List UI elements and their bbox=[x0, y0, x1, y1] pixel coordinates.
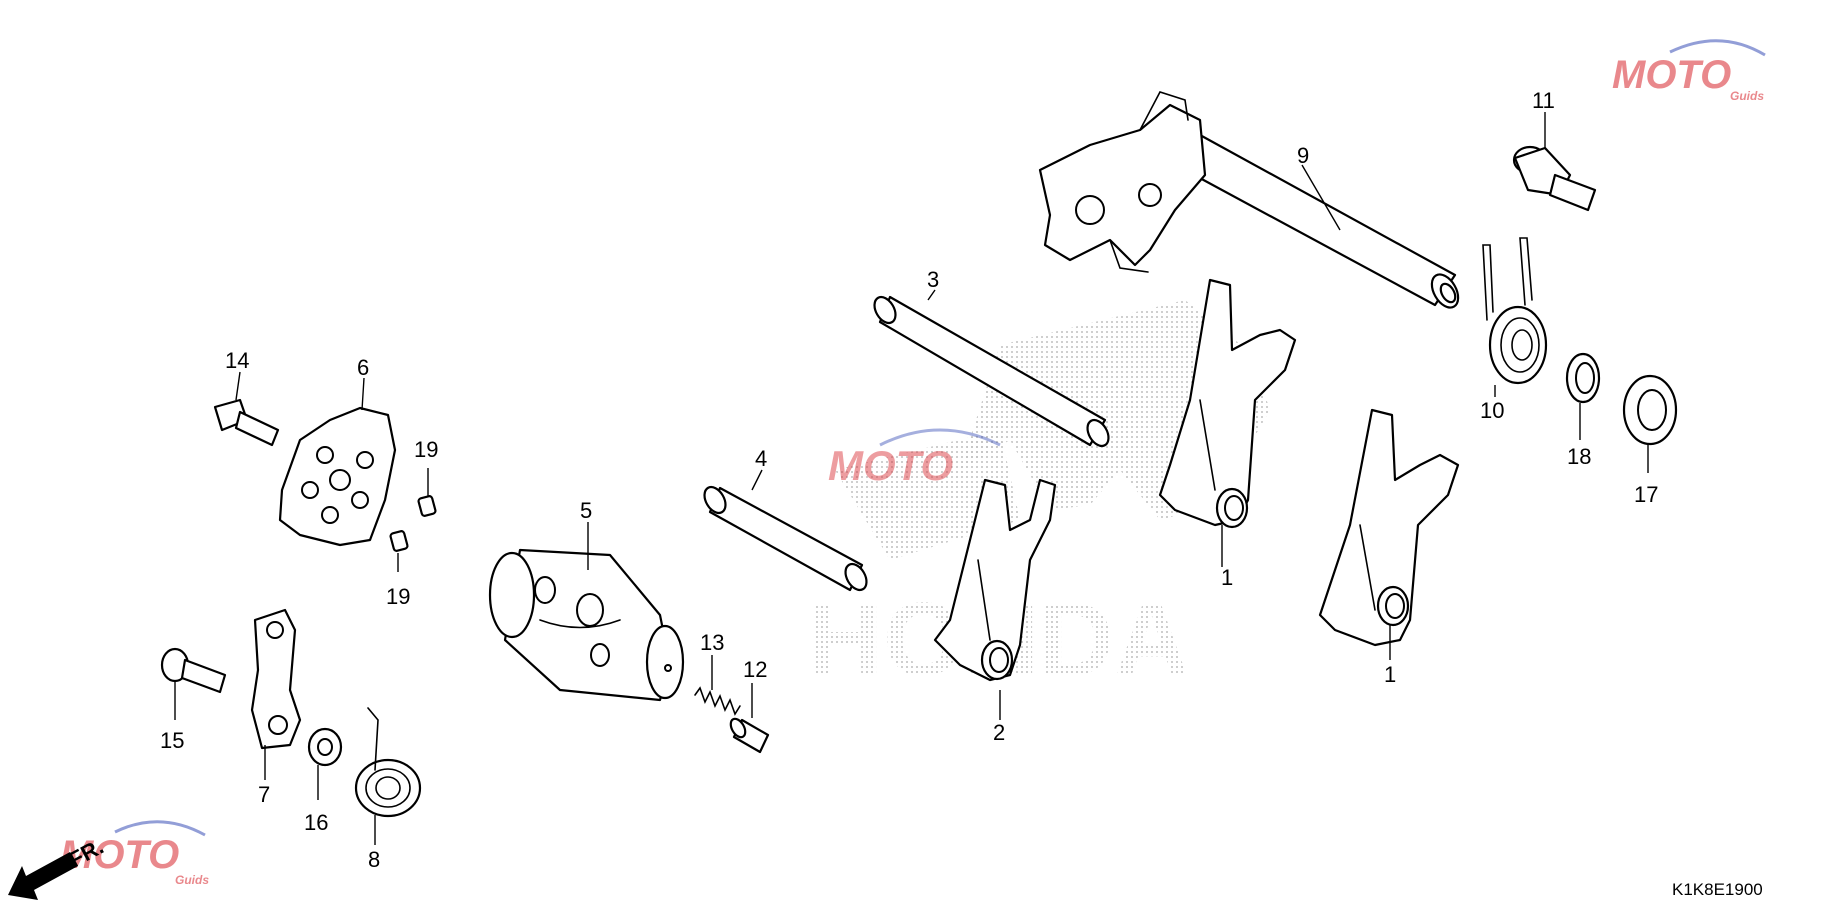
callout-1-lower: 1 bbox=[1384, 662, 1396, 687]
callout-2: 2 bbox=[993, 720, 1005, 745]
part-11-bolt[interactable] bbox=[1512, 145, 1597, 212]
watermark-top-right: MOTO Guids bbox=[1612, 39, 1766, 103]
part-2-shift-fork[interactable] bbox=[933, 478, 1057, 682]
front-arrow-icon bbox=[8, 852, 78, 900]
leader-lines bbox=[174, 112, 1649, 845]
watermark-bottom-left-sub: Guids bbox=[175, 873, 209, 887]
callout-19-lower: 19 bbox=[386, 584, 410, 609]
part-6-stopper-plate[interactable] bbox=[278, 406, 397, 547]
part-1-shift-fork-upper[interactable] bbox=[1158, 278, 1297, 529]
part-8-stopper-spring[interactable] bbox=[354, 707, 422, 818]
callout-6: 6 bbox=[357, 355, 369, 380]
callout-13: 13 bbox=[700, 630, 724, 655]
part-7-stopper-arm[interactable] bbox=[250, 608, 302, 750]
callout-5: 5 bbox=[580, 498, 592, 523]
callout-14: 14 bbox=[225, 348, 249, 373]
callout-10: 10 bbox=[1480, 398, 1504, 423]
callout-4: 4 bbox=[755, 446, 767, 471]
part-9-gearshift-spindle[interactable] bbox=[1038, 91, 1464, 312]
callout-15: 15 bbox=[160, 728, 184, 753]
watermark-bottom-left: MOTO Guids bbox=[60, 820, 209, 887]
callout-1-upper: 1 bbox=[1221, 565, 1233, 590]
part-13-spring[interactable] bbox=[694, 686, 741, 716]
part-19-dowel-pin-upper[interactable] bbox=[417, 495, 437, 517]
part-15-bolt[interactable] bbox=[160, 647, 227, 694]
part-10-return-spring[interactable] bbox=[1482, 237, 1548, 385]
part-19-dowel-pin-lower[interactable] bbox=[389, 530, 409, 552]
part-4-shift-fork-shaft[interactable] bbox=[700, 483, 871, 593]
callout-16: 16 bbox=[304, 810, 328, 835]
part-18-circlip[interactable] bbox=[1565, 352, 1601, 404]
part-3-shift-fork-shaft[interactable] bbox=[870, 293, 1113, 449]
part-12-pin[interactable] bbox=[728, 716, 770, 754]
callout-7: 7 bbox=[258, 782, 270, 807]
callout-numbers: 1 1 2 3 4 5 6 7 8 9 10 11 12 13 14 15 16… bbox=[160, 88, 1658, 872]
part-17-washer[interactable] bbox=[1622, 374, 1678, 446]
callout-9: 9 bbox=[1297, 143, 1309, 168]
callout-8: 8 bbox=[368, 847, 380, 872]
part-5-gearshift-drum[interactable] bbox=[488, 548, 685, 702]
watermark-bottom-left-text: MOTO bbox=[60, 833, 179, 877]
drawing-code: K1K8E1900 bbox=[1672, 880, 1763, 899]
callout-11: 11 bbox=[1532, 88, 1555, 113]
part-14-bolt[interactable] bbox=[213, 398, 280, 447]
part-16-washer[interactable] bbox=[307, 727, 343, 767]
callout-3: 3 bbox=[927, 267, 939, 292]
watermark-top-right-sub: Guids bbox=[1730, 89, 1764, 103]
watermark-top-right-text: MOTO bbox=[1612, 53, 1731, 97]
callout-17: 17 bbox=[1634, 482, 1658, 507]
callout-19-upper: 19 bbox=[414, 437, 438, 462]
watermark-center: MOTO bbox=[828, 428, 1001, 489]
watermark-center-text: MOTO bbox=[828, 442, 953, 489]
callout-12: 12 bbox=[743, 657, 767, 682]
callout-18: 18 bbox=[1567, 444, 1591, 469]
part-1-shift-fork-lower[interactable] bbox=[1318, 408, 1460, 647]
